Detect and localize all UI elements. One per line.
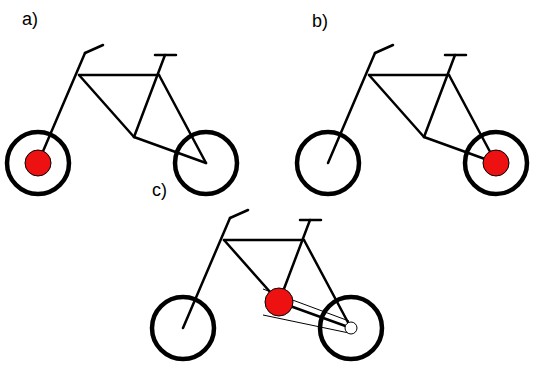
bicycle-c: [152, 210, 382, 359]
panel-label: b): [312, 12, 328, 30]
bicycle-b: [297, 45, 527, 194]
bicycle-a: [7, 45, 237, 194]
panel-label: a): [22, 10, 38, 28]
panel-label: c): [152, 181, 167, 199]
